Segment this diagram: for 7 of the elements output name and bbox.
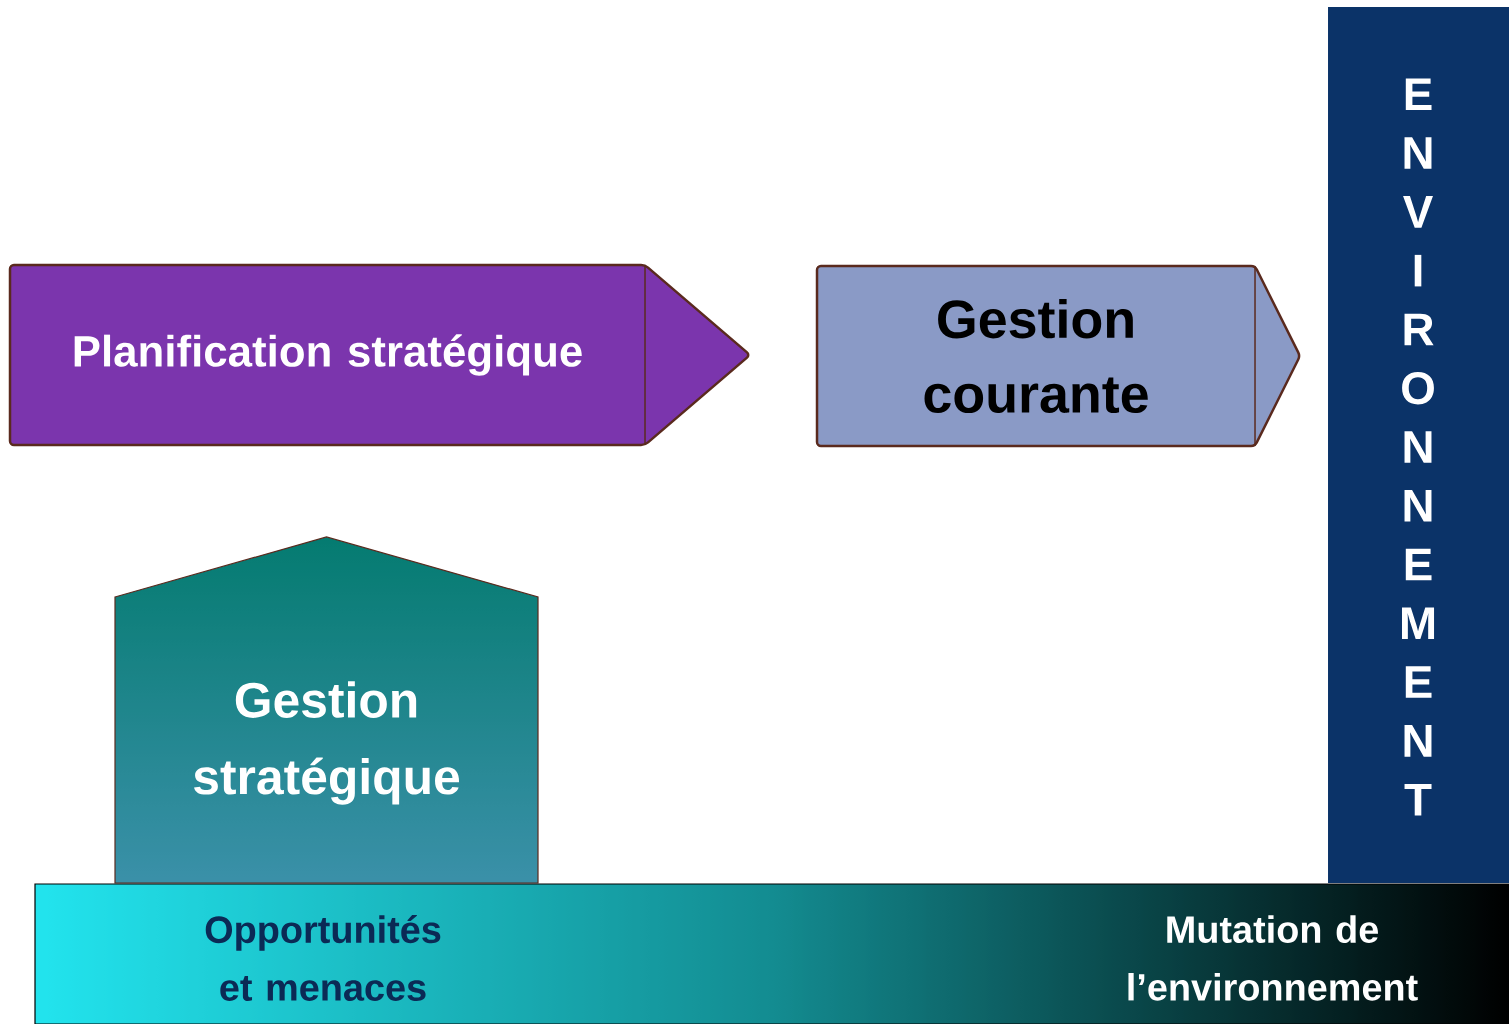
band-text: Opportunités et menaces: [205, 915, 441, 1001]
arrow-box: Planification stratégique: [8, 263, 750, 447]
vertical-band: E N V I R O N N E M E N T: [1328, 7, 1509, 883]
band-text: Mutation de l’environnement: [1128, 915, 1418, 1001]
house-box: Gestion stratégique: [114, 536, 539, 884]
gradient-band: [34, 883, 1509, 1024]
arrow-box: Gestion courante: [815, 264, 1301, 448]
